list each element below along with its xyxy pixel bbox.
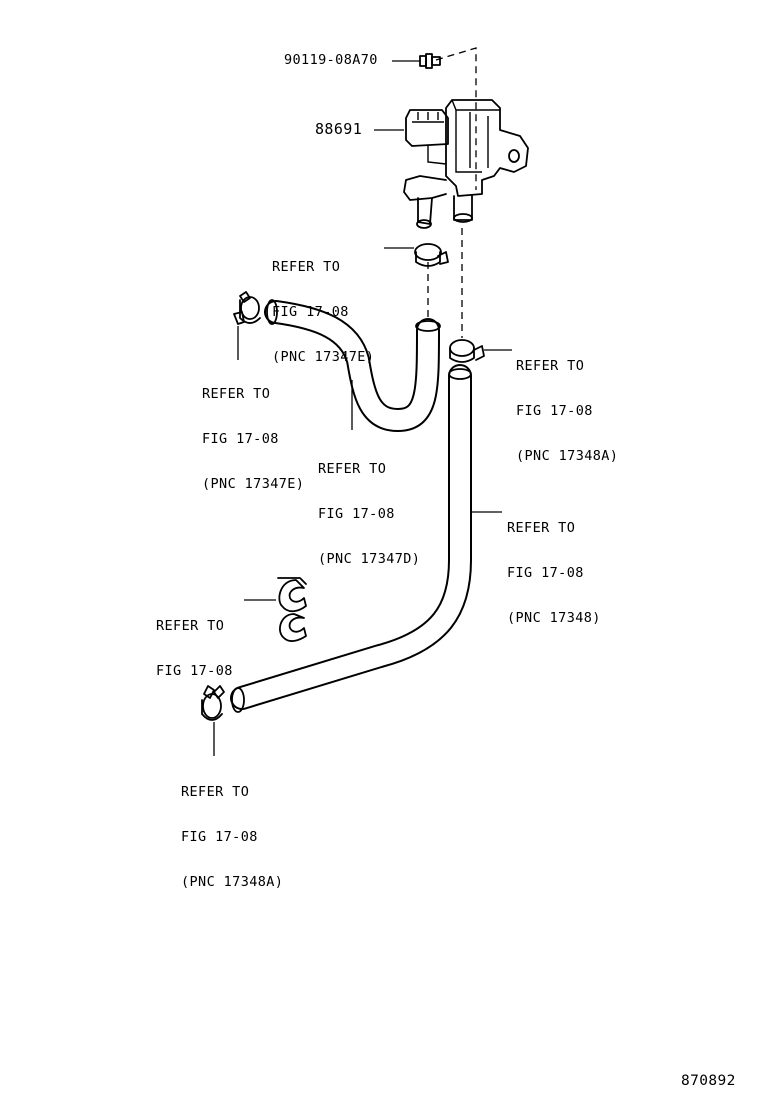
ref-line: (PNC 17347E) (272, 349, 375, 365)
ref-line: (PNC 17347E) (202, 476, 305, 492)
ref-line: FIG 17-08 (202, 431, 279, 447)
ref-clamp-left[interactable]: REFER TO FIG 17-08 (PNC 17347E) (202, 357, 304, 507)
hose-clamp-left-icon (233, 291, 261, 360)
hose-clip-icon (244, 577, 307, 642)
valve-part-number[interactable]: 88691 (315, 120, 363, 138)
ref-line: FIG 17-08 (181, 829, 258, 845)
ref-line: REFER TO (272, 259, 341, 275)
u-hose-icon (264, 299, 441, 432)
ref-line: (PNC 17347D) (318, 551, 421, 567)
ref-line: REFER TO (202, 386, 271, 402)
ref-line: REFER TO (516, 358, 585, 374)
figure-id: 870892 (681, 1073, 736, 1089)
ref-line: FIG 17-08 (318, 506, 395, 522)
ref-line: REFER TO (318, 461, 387, 477)
ref-line: (PNC 17348A) (181, 874, 284, 890)
assembly-guide-lines (427, 47, 477, 338)
ref-hose-long[interactable]: REFER TO FIG 17-08 (PNC 17348) (507, 491, 601, 641)
ref-line: FIG 17-08 (516, 403, 593, 419)
ref-line: REFER TO (181, 784, 250, 800)
hose-clamp-bottom-icon (201, 685, 225, 756)
ref-line: (PNC 17348) (507, 610, 601, 626)
ref-line: (PNC 17348A) (516, 448, 619, 464)
long-hose-icon (230, 364, 502, 713)
ref-line: FIG 17-08 (156, 663, 233, 679)
hose-clamp-top-icon (384, 243, 449, 267)
ref-clamp-bottom[interactable]: REFER TO FIG 17-08 (PNC 17348A) (181, 755, 283, 905)
ref-line: REFER TO (156, 618, 225, 634)
ref-clamp-right[interactable]: REFER TO FIG 17-08 (PNC 17348A) (516, 329, 618, 479)
ref-line: FIG 17-08 (272, 304, 349, 320)
vacuum-switching-valve-icon (374, 99, 529, 229)
ref-line: FIG 17-08 (507, 565, 584, 581)
hose-clamp-right-icon (449, 339, 512, 363)
ref-hose-u[interactable]: REFER TO FIG 17-08 (PNC 17347D) (318, 432, 420, 582)
ref-clip[interactable]: REFER TO FIG 17-08 (156, 589, 233, 694)
bolt-icon (392, 53, 441, 69)
bolt-part-number[interactable]: 90119-08A70 (284, 52, 378, 68)
ref-line: REFER TO (507, 520, 576, 536)
ref-clamp-top[interactable]: REFER TO FIG 17-08 (PNC 17347E) (272, 230, 374, 380)
